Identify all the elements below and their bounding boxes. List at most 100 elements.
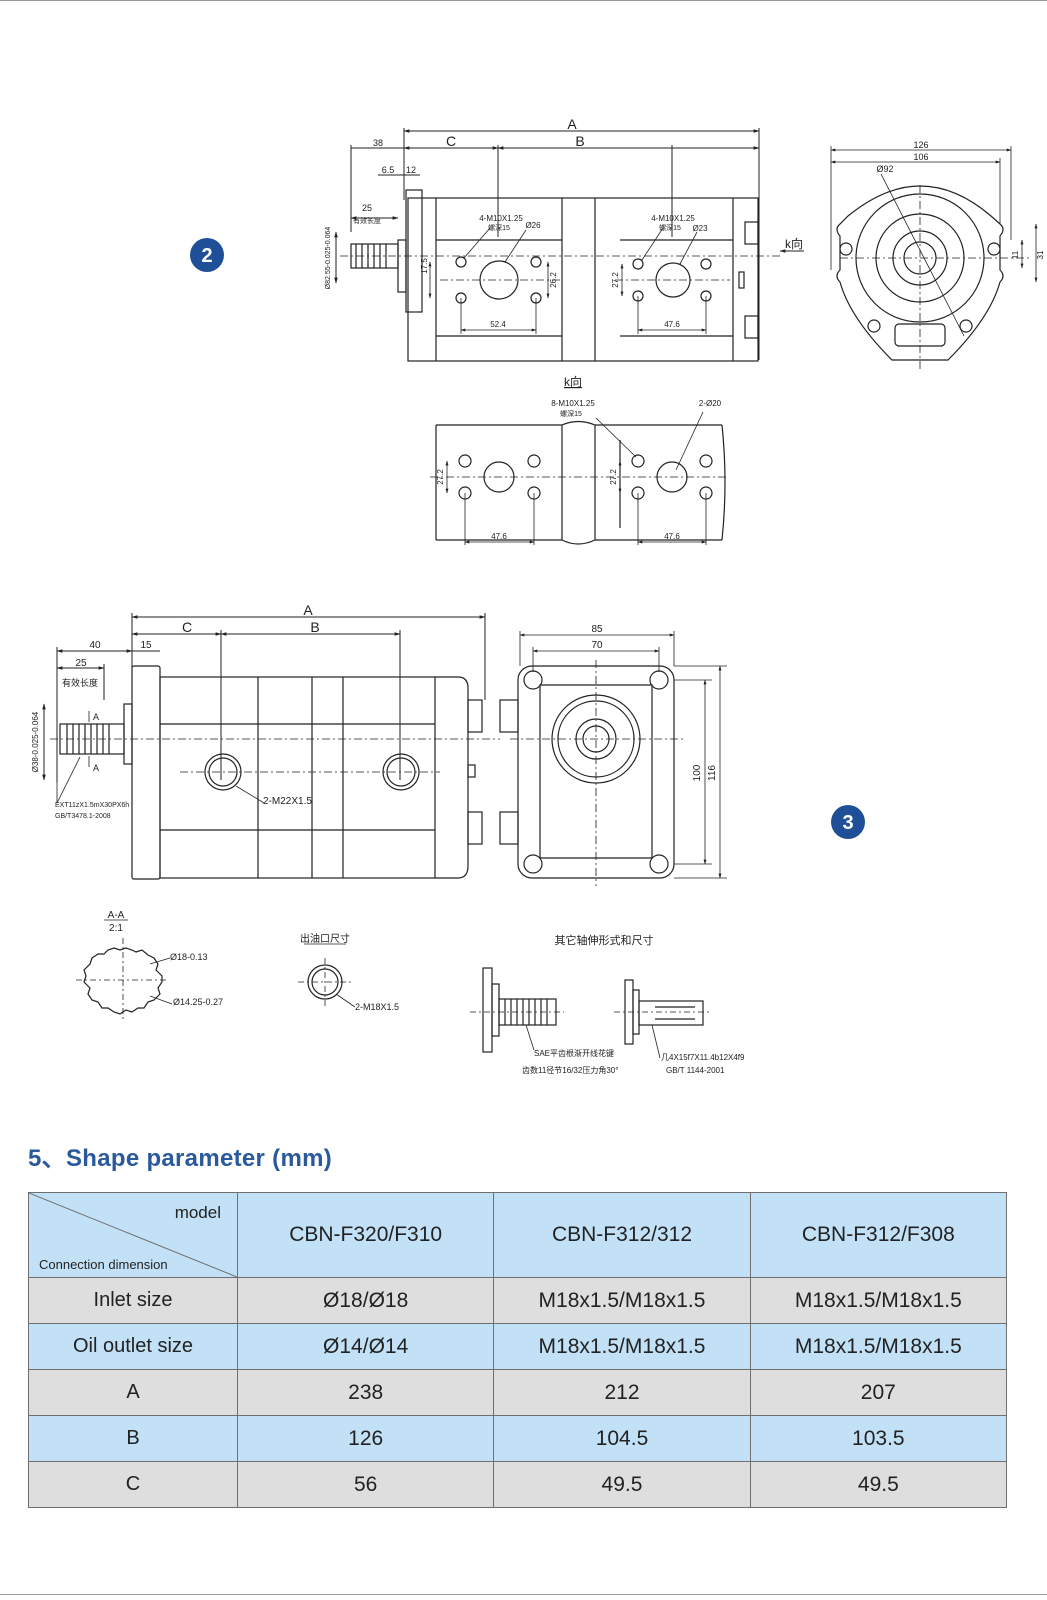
spline-standard-label: GB/T3478.1-2008 (55, 813, 111, 820)
table-cell: 103.5 (749, 1415, 1008, 1462)
table-cell: M18x1.5/M18x1.5 (749, 1277, 1008, 1324)
section-inner-diameter: Ø14.25-0.27 (173, 997, 223, 1007)
table-cell: M18x1.5/M18x1.5 (493, 1277, 751, 1324)
pump-body-side-view (350, 189, 759, 362)
square-flange-view (499, 665, 675, 879)
dim-106-label: 106 (913, 152, 928, 162)
shaft-diameter-label: Ø82.55-0.025-0.064 (325, 227, 332, 290)
table-row: C 56 49.5 49.5 (28, 1461, 1008, 1508)
sae-spline-shaft (482, 967, 557, 1053)
corner-model-label: model (174, 1203, 221, 1222)
spline-section-view (83, 947, 163, 1015)
row-label: C (28, 1461, 238, 1508)
row-label: A (28, 1369, 238, 1416)
bottom-rule (0, 1594, 1047, 1595)
k-dim-27-2a-label: 27.2 (436, 469, 445, 485)
dim-c-label: C (446, 133, 456, 149)
section-title: 5、Shape parameter (mm) (28, 1145, 333, 1172)
drawing-2: 2 A C B 38 6.5 12 25 有效长度 Ø82.55-0.025-0… (190, 116, 1045, 545)
drawing-2-dimension-lines (334, 128, 760, 360)
drawing-3-dimension-lines (42, 613, 486, 782)
model-header: CBN-F320/F310 (236, 1192, 495, 1278)
k-view-title: k向 (564, 374, 582, 389)
badge-2-label: 2 (201, 245, 212, 267)
dim-a-label: A (567, 116, 577, 132)
dim-17-5-label: 17.5 (420, 258, 429, 274)
dim-38-label: 38 (373, 138, 383, 148)
table-cell: 56 (236, 1461, 495, 1508)
model-header: CBN-F312/F308 (749, 1192, 1008, 1278)
port-thread-label: 2-M22X1.5 (263, 796, 312, 807)
table-cell: 238 (236, 1369, 495, 1416)
dim3-100-label: 100 (692, 764, 703, 781)
model-header: CBN-F312/312 (493, 1192, 751, 1278)
table-cell: 49.5 (749, 1461, 1008, 1508)
other-shafts-title: 其它轴伸形式和尺寸 (555, 933, 654, 947)
dim3-shaft-diameter-label: Ø38-0.025-0.064 (31, 711, 40, 772)
section-aa-scale: 2:1 (109, 923, 123, 934)
section-mark-bottom: A (93, 763, 99, 773)
table-row: Inlet size Ø18/Ø18 M18x1.5/M18x1.5 M18x1… (28, 1277, 1008, 1324)
k-dim-47-6a-label: 47.6 (491, 532, 507, 541)
table-header-row: model Connection dimension CBN-F320/F310… (28, 1192, 1008, 1278)
rear-holes-depth-label: 螺深15 (659, 223, 681, 232)
k-view-ports-label: 2-Ø20 (699, 399, 722, 408)
table-corner-cell: model Connection dimension (28, 1192, 238, 1278)
table-row: B 126 104.5 103.5 (28, 1415, 1008, 1462)
dim-11-label: 11 (1011, 250, 1020, 259)
row-label: B (28, 1415, 238, 1462)
table-cell: M18x1.5/M18x1.5 (749, 1323, 1008, 1370)
technical-drawings: 2 A C B 38 6.5 12 25 有效长度 Ø82.55-0.025-0… (31, 116, 1045, 1075)
rear-holes-label: 4-M10X1.25 (651, 214, 695, 223)
pump-body-side-view-3 (59, 665, 483, 880)
row-label: Oil outlet size (28, 1323, 238, 1370)
dim3-c-label: C (182, 619, 192, 635)
dim3-25-label: 25 (75, 658, 87, 669)
table-cell: 212 (493, 1369, 751, 1416)
dim-6-5-label: 6.5 (382, 165, 395, 175)
table-cell: M18x1.5/M18x1.5 (493, 1323, 751, 1370)
table-cell: Ø18/Ø18 (236, 1277, 495, 1324)
k-dim-47-6b-label: 47.6 (664, 532, 680, 541)
table-cell: 126 (236, 1415, 495, 1462)
front-holes-label: 4-M10X1.25 (479, 214, 523, 223)
table-cell: 49.5 (493, 1461, 751, 1508)
dim-b-label: B (575, 133, 584, 149)
dim3-15-label: 15 (140, 640, 152, 651)
rect-spline-standard: GB/T 1144-2001 (666, 1066, 725, 1075)
dim-25-label: 25 (362, 203, 372, 213)
corner-connection-label: Connection dimension (39, 1257, 168, 1272)
dim3-effective-length-label: 有效长度 (62, 677, 98, 688)
k-view-depth-label: 螺深15 (560, 409, 582, 418)
dim3-116-label: 116 (707, 765, 718, 781)
dim3-a-label: A (303, 602, 313, 618)
table-row: A 238 212 207 (28, 1369, 1008, 1416)
rect-spline-label: 几4X15f7X11.4b12X4f9 (661, 1053, 745, 1062)
table-cell: Ø14/Ø14 (236, 1323, 495, 1370)
section-mark-top: A (93, 712, 99, 722)
k-dim-27-2b-label: 27.2 (609, 469, 618, 485)
badge-2 (190, 238, 224, 272)
drawing-3: 3 A C B 40 15 25 有效长度 Ø38-0.025-0.064 (31, 602, 865, 1075)
table-cell: 207 (749, 1369, 1008, 1416)
dim-27-2-label: 27.2 (611, 272, 620, 288)
effective-length-label: 有效长度 (353, 216, 381, 225)
dim-52-4-label: 52.4 (490, 320, 506, 329)
section-outer-diameter: Ø18-0.13 (170, 952, 208, 962)
dim-92-label: Ø92 (876, 164, 893, 174)
k-view-arrow-label: k向 (785, 236, 803, 251)
front-port-label: Ø26 (525, 221, 541, 230)
dim-126-label: 126 (913, 140, 928, 150)
shape-parameter-table: model Connection dimension CBN-F320/F310… (28, 1192, 1008, 1508)
rectangular-spline-shaft (624, 979, 704, 1045)
k-view-body (435, 420, 726, 545)
k-view-holes-label: 8-M10X1.25 (551, 399, 595, 408)
rear-port-label: Ø23 (692, 224, 708, 233)
dim3-85-label: 85 (591, 624, 603, 635)
dim-26-2-label: 26.2 (549, 272, 558, 288)
table-cell: 104.5 (493, 1415, 751, 1462)
table-row: Oil outlet size Ø14/Ø14 M18x1.5/M18x1.5 … (28, 1323, 1008, 1370)
dim-12-label: 12 (406, 165, 416, 175)
corner-diagonal (29, 1193, 237, 1277)
front-holes-depth-label: 螺深15 (488, 223, 510, 232)
